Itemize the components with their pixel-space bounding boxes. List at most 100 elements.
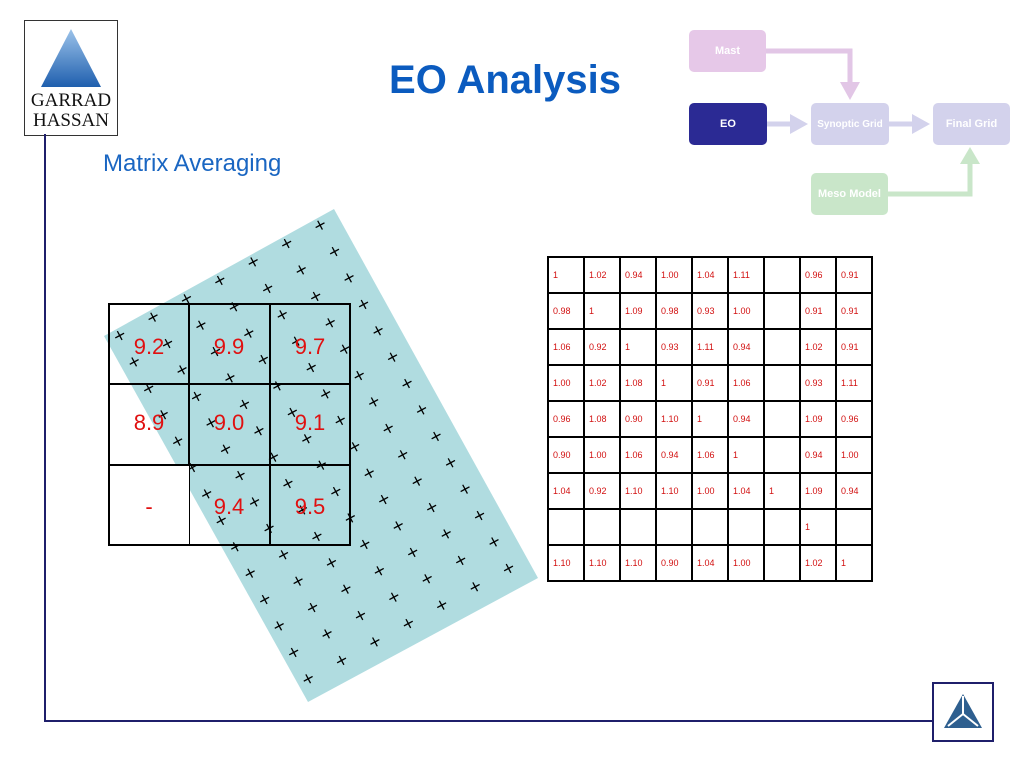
table-cell: 1 bbox=[583, 292, 621, 330]
table-cell: 1.09 bbox=[799, 472, 837, 510]
table-cell: 0.91 bbox=[835, 328, 873, 366]
table-cell: 1.02 bbox=[583, 256, 621, 294]
table-cell bbox=[763, 400, 801, 438]
node-mast: Mast bbox=[689, 30, 766, 72]
matrix-cell: - bbox=[145, 494, 153, 519]
node-synoptic-grid: Synoptic Grid bbox=[811, 103, 889, 145]
table-cell: 0.94 bbox=[655, 436, 693, 474]
matrix-cell: 9.4 bbox=[213, 494, 245, 519]
table-cell bbox=[763, 544, 801, 582]
table-cell: 1 bbox=[691, 400, 729, 438]
table-cell bbox=[835, 508, 873, 546]
node-meso-model: Meso Model bbox=[811, 173, 888, 215]
empty-cell-fill bbox=[110, 466, 189, 544]
table-cell: 1.09 bbox=[619, 292, 657, 330]
table-cell bbox=[763, 364, 801, 402]
table-cell bbox=[619, 508, 657, 546]
page-title: EO Analysis bbox=[389, 58, 621, 102]
table-cell: 1 bbox=[799, 508, 837, 546]
table-cell: 1.06 bbox=[547, 328, 585, 366]
logo-line-1: GARRAD bbox=[30, 90, 112, 111]
table-cell: 1.04 bbox=[691, 256, 729, 294]
table-cell: 1.04 bbox=[727, 472, 765, 510]
table-cell: 0.96 bbox=[799, 256, 837, 294]
table-cell: 1 bbox=[727, 436, 765, 474]
sample-points: ++++++++++++++++++++++++++++++++++++++++… bbox=[109, 213, 519, 690]
table-cell: 1.09 bbox=[799, 400, 837, 438]
table-cell bbox=[583, 508, 621, 546]
table-cell: 1.00 bbox=[835, 436, 873, 474]
corner-logo bbox=[932, 682, 994, 742]
table-cell: 1.10 bbox=[655, 472, 693, 510]
table-cell: 0.93 bbox=[691, 292, 729, 330]
table-cell: 1.11 bbox=[691, 328, 729, 366]
table-cell: 1 bbox=[619, 328, 657, 366]
table-cell: 0.94 bbox=[727, 328, 765, 366]
table-cell: 1.08 bbox=[619, 364, 657, 402]
table-cell: 1.00 bbox=[655, 256, 693, 294]
frame-horizontal-line bbox=[44, 720, 932, 722]
matrix-cell: 9.0 bbox=[213, 410, 245, 435]
table-cell bbox=[763, 256, 801, 294]
table-cell: 1.00 bbox=[547, 364, 585, 402]
table-cell bbox=[691, 508, 729, 546]
table-row: 1 bbox=[547, 508, 873, 546]
garrad-hassan-logo: GARRAD HASSAN bbox=[24, 20, 118, 136]
table-cell: 1.02 bbox=[799, 544, 837, 582]
table-cell: 0.96 bbox=[835, 400, 873, 438]
triangle-logo-icon bbox=[41, 29, 101, 87]
matrix-cell: 9.9 bbox=[213, 334, 245, 359]
table-cell: 0.90 bbox=[655, 544, 693, 582]
table-cell: 1.00 bbox=[691, 472, 729, 510]
table-cell: 1.10 bbox=[619, 544, 657, 582]
table-cell: 1.11 bbox=[835, 364, 873, 402]
table-cell: 0.90 bbox=[547, 436, 585, 474]
arrow-meso-to-final bbox=[960, 147, 980, 164]
table-cell: 1.00 bbox=[727, 544, 765, 582]
table-cell: 1.10 bbox=[583, 544, 621, 582]
table-cell bbox=[763, 328, 801, 366]
table-cell: 0.93 bbox=[655, 328, 693, 366]
table-cell: 0.92 bbox=[583, 328, 621, 366]
table-cell bbox=[655, 508, 693, 546]
table-cell: 0.98 bbox=[655, 292, 693, 330]
table-cell bbox=[763, 436, 801, 474]
table-cell bbox=[763, 292, 801, 330]
matrix-cell: 9.5 bbox=[294, 494, 326, 519]
arrow-synoptic-to-final bbox=[912, 114, 930, 134]
table-cell: 1.11 bbox=[727, 256, 765, 294]
matrix-cell: 9.1 bbox=[294, 410, 326, 435]
matrix-cell: 8.9 bbox=[133, 410, 165, 435]
table-cell: 1.10 bbox=[655, 400, 693, 438]
matrix-cell: 9.2 bbox=[133, 334, 165, 359]
table-cell: 1.02 bbox=[799, 328, 837, 366]
table-cell bbox=[547, 508, 585, 546]
table-cell: 1.04 bbox=[547, 472, 585, 510]
table-cell: 0.91 bbox=[691, 364, 729, 402]
table-cell: 0.94 bbox=[799, 436, 837, 474]
table-cell: 0.94 bbox=[619, 256, 657, 294]
table-cell: 0.96 bbox=[547, 400, 585, 438]
averaging-grid bbox=[108, 303, 351, 546]
table-cell: 1.06 bbox=[619, 436, 657, 474]
table-cell: 0.92 bbox=[583, 472, 621, 510]
table-cell: 0.94 bbox=[727, 400, 765, 438]
table-cell: 1.08 bbox=[583, 400, 621, 438]
corner-triangle-icon bbox=[944, 694, 982, 728]
table-cell: 1.00 bbox=[727, 292, 765, 330]
table-cell: 1.10 bbox=[619, 472, 657, 510]
logo-line-2: HASSAN bbox=[32, 110, 110, 131]
table-cell: 1 bbox=[763, 472, 801, 510]
table-cell: 0.93 bbox=[799, 364, 837, 402]
arrow-eo-to-synoptic bbox=[790, 114, 808, 134]
table-cell bbox=[727, 508, 765, 546]
